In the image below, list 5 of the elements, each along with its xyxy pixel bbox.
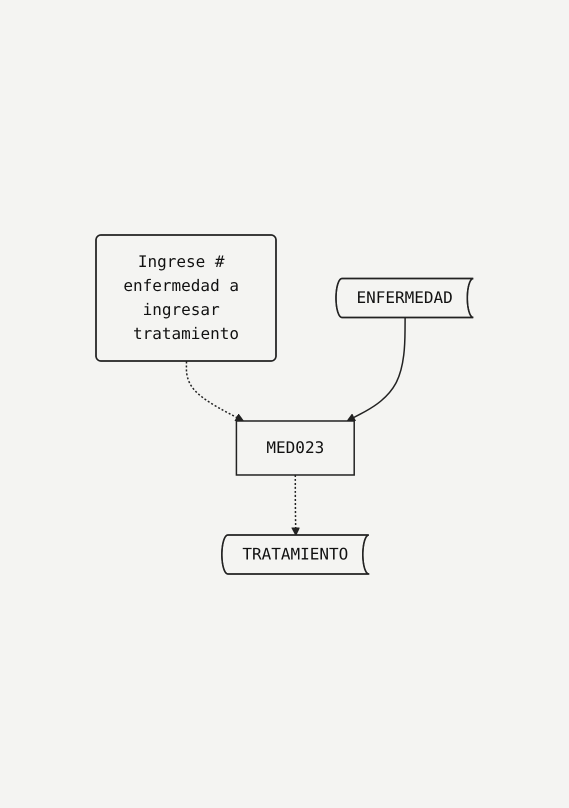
flowchart-drawing: Ingrese # enfermedad a ingresar tratamiento MED023 ENFERMEDAD TRATAMIENTO xyxy=(88,226,482,582)
node-box xyxy=(236,420,355,476)
arrow xyxy=(346,317,406,421)
arrow xyxy=(186,360,244,421)
arrow xyxy=(291,474,300,536)
